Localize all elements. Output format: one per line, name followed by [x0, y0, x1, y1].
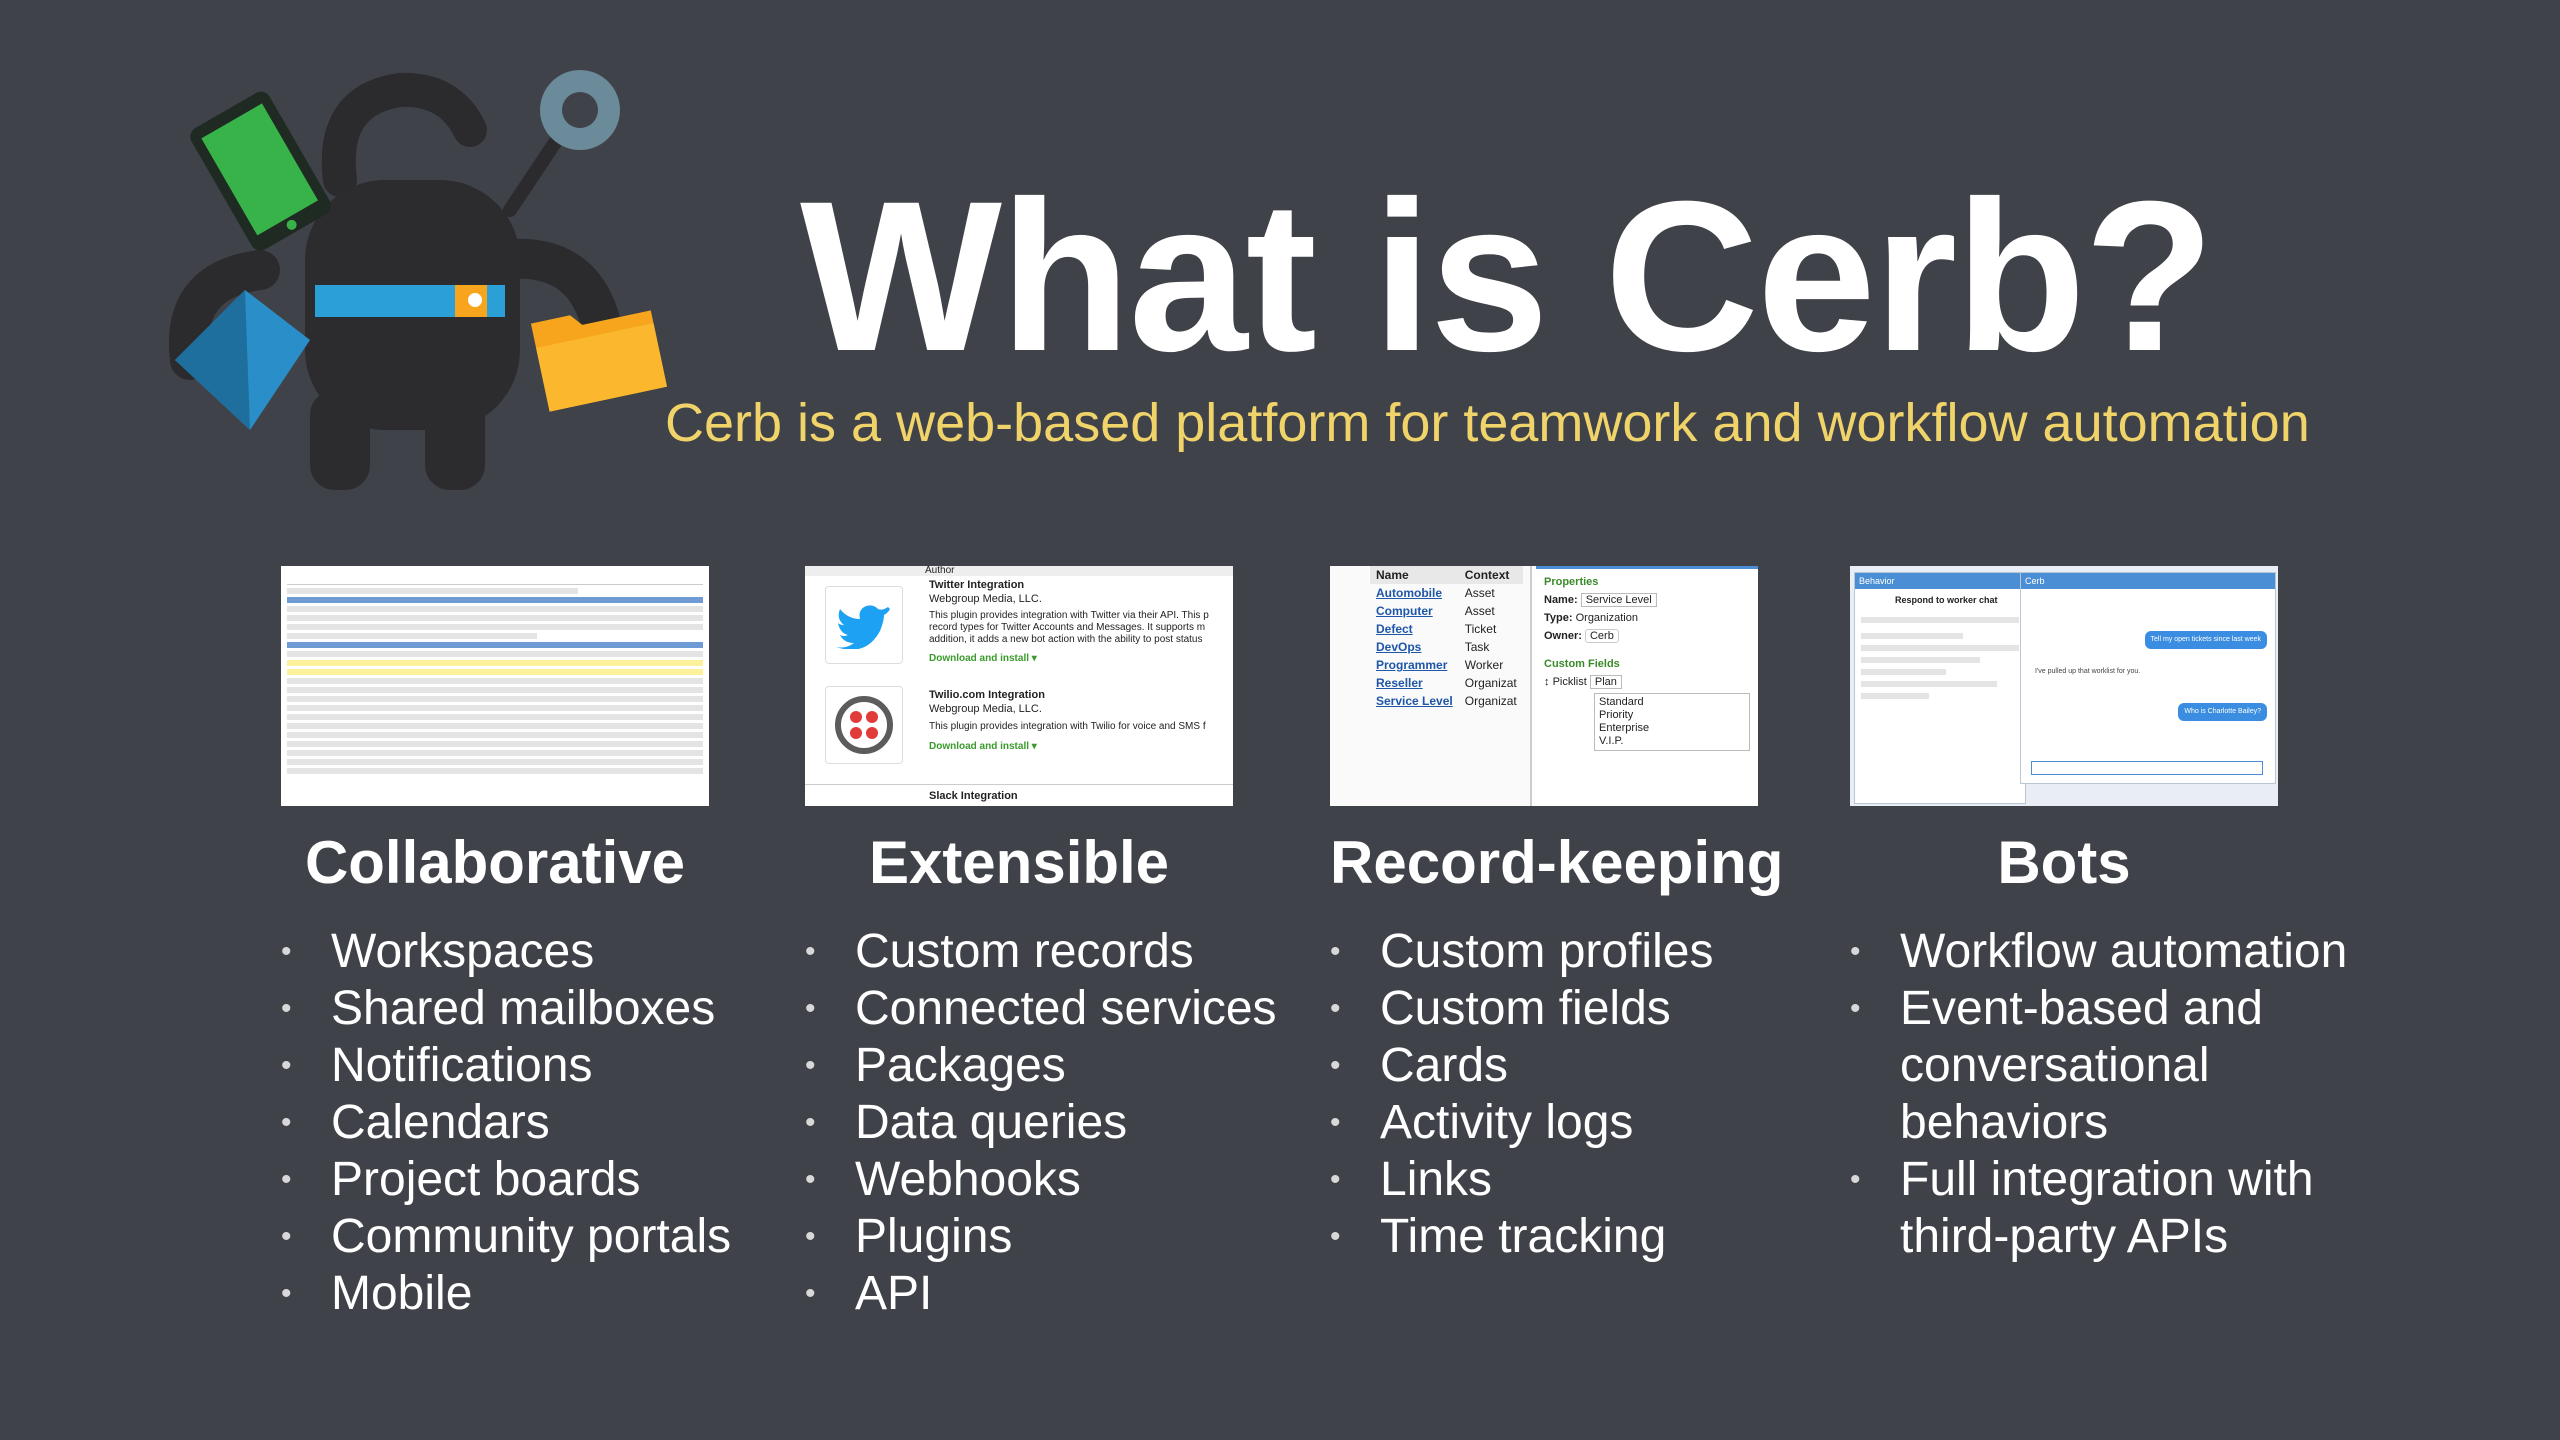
- list-item-line: Full integration with: [1900, 1153, 2314, 1206]
- list-item: Community portals: [281, 1208, 801, 1265]
- column-header-context: Context: [1464, 568, 1510, 582]
- column-heading: Collaborative: [304, 829, 686, 896]
- extensible-screenshot: Author Twitter Integration Webgroup Medi…: [805, 566, 1233, 806]
- record-context: Ticket: [1464, 622, 1497, 636]
- slack-title: Slack Integration: [805, 784, 1233, 803]
- list-item: Workflow automation: [1850, 923, 2370, 980]
- list-item: Packages: [805, 1037, 1325, 1094]
- page-title: What is Cerb?: [800, 157, 2215, 396]
- list-item: Plugins: [805, 1208, 1325, 1265]
- list-item: Cards: [1330, 1037, 1850, 1094]
- list-item: Project boards: [281, 1151, 801, 1208]
- bots-screenshot: Behavior Respond to worker chat Cerb Tel…: [1850, 566, 2278, 806]
- thumb-author: Author: [805, 566, 1233, 576]
- picklist-label: Picklist: [1552, 676, 1587, 688]
- record-name[interactable]: Programmer: [1376, 658, 1448, 672]
- feature-list: Custom profiles Custom fields Cards Acti…: [1330, 923, 1850, 1265]
- twilio-logo-icon: [835, 696, 893, 754]
- list-item: Data queries: [805, 1094, 1325, 1151]
- chat-reply: I've pulled up that worklist for you.: [2035, 668, 2141, 675]
- column-extensible: Author Twitter Integration Webgroup Medi…: [805, 566, 1325, 1322]
- list-item: Shared mailboxes: [281, 980, 801, 1037]
- column-heading: Extensible: [868, 829, 1170, 896]
- properties-heading: Properties: [1544, 576, 1599, 588]
- list-item: Connected services: [805, 980, 1325, 1037]
- list-item: Mobile: [281, 1265, 801, 1322]
- twitter-title: Twitter Integration: [929, 579, 1025, 591]
- behavior-title: Respond to worker chat: [1895, 595, 1998, 605]
- column-heading: Record-keeping: [1330, 829, 1784, 896]
- list-item: Activity logs: [1330, 1094, 1850, 1151]
- picklist-value[interactable]: Plan: [1589, 675, 1622, 689]
- record-name[interactable]: DevOps: [1376, 640, 1422, 654]
- page-subtitle: Cerb is a web-based platform for teamwor…: [665, 393, 2310, 453]
- type-value: Organization: [1575, 612, 1638, 624]
- record-context: Task: [1464, 640, 1490, 654]
- column-collaborative: Collaborative Workspaces Shared mailboxe…: [281, 566, 801, 1322]
- list-item: Event-based and conversational behaviors: [1850, 980, 2370, 1151]
- name-value[interactable]: Service Level: [1580, 593, 1657, 607]
- record-name[interactable]: Reseller: [1376, 676, 1423, 690]
- custom-fields-heading: Custom Fields: [1544, 658, 1620, 670]
- download-link[interactable]: Download and install ▾: [929, 653, 1037, 664]
- download-link[interactable]: Download and install ▾: [929, 741, 1037, 752]
- feature-list: Workspaces Shared mailboxes Notification…: [281, 923, 801, 1322]
- list-item-line: behaviors: [1900, 1096, 2109, 1149]
- feature-list: Workflow automation Event-based and conv…: [1850, 923, 2370, 1265]
- list-item-line: Event-based and: [1900, 982, 2263, 1035]
- picklist-option[interactable]: Priority: [1599, 709, 1634, 721]
- column-bots: Behavior Respond to worker chat Cerb Tel…: [1850, 566, 2370, 1265]
- owner-label: Owner:: [1544, 630, 1582, 642]
- list-item: Webhooks: [805, 1151, 1325, 1208]
- record-context: Organizat: [1464, 694, 1517, 708]
- list-item-line: Workflow automation: [1900, 925, 2348, 978]
- twilio-title: Twilio.com Integration: [929, 689, 1045, 701]
- collaborative-screenshot: [281, 566, 709, 806]
- list-item: Notifications: [281, 1037, 801, 1094]
- column-header-name: Name: [1376, 568, 1409, 582]
- list-item: Custom profiles: [1330, 923, 1850, 980]
- behavior-header: Behavior: [1855, 573, 2025, 589]
- cerb-robot-logo: [168, 70, 668, 490]
- record-context: Asset: [1464, 604, 1495, 618]
- picklist-option[interactable]: Enterprise: [1599, 722, 1650, 734]
- twilio-org: Webgroup Media, LLC.: [929, 703, 1042, 715]
- feature-list: Custom records Connected services Packag…: [805, 923, 1325, 1322]
- owner-value[interactable]: Cerb: [1584, 629, 1619, 643]
- list-item: Workspaces: [281, 923, 801, 980]
- twilio-desc: This plugin provides integration with Tw…: [929, 721, 1206, 732]
- column-heading: Bots: [1997, 829, 2131, 896]
- list-item: API: [805, 1265, 1325, 1322]
- record-name[interactable]: Defect: [1376, 622, 1413, 636]
- list-item-line: third-party APIs: [1900, 1210, 2229, 1263]
- name-label: Name:: [1544, 594, 1578, 606]
- list-item: Custom fields: [1330, 980, 1850, 1037]
- record-name[interactable]: Computer: [1376, 604, 1433, 618]
- twitter-bird-icon: [836, 605, 890, 649]
- list-item: Full integration with third-party APIs: [1850, 1151, 2370, 1265]
- chat-bubble: Who is Charlotte Bailey?: [2178, 703, 2267, 721]
- record-name[interactable]: Automobile: [1376, 586, 1442, 600]
- record-context: Organizat: [1464, 676, 1517, 690]
- list-item: Calendars: [281, 1094, 801, 1151]
- list-item: Links: [1330, 1151, 1850, 1208]
- list-item: Custom records: [805, 923, 1325, 980]
- record-name[interactable]: Service Level: [1376, 694, 1453, 708]
- list-item: Time tracking: [1330, 1208, 1850, 1265]
- picklist-option[interactable]: V.I.P.: [1599, 735, 1624, 747]
- chat-bubble: Tell my open tickets since last week: [2144, 631, 2267, 649]
- twitter-org: Webgroup Media, LLC.: [929, 593, 1042, 605]
- type-label: Type:: [1544, 612, 1573, 624]
- chat-header: Cerb: [2021, 573, 2275, 589]
- twitter-desc: This plugin provides integration with Tw…: [929, 610, 1209, 645]
- picklist-option[interactable]: Standard: [1599, 696, 1644, 708]
- list-item-line: conversational: [1900, 1039, 2210, 1092]
- record-context: Asset: [1464, 586, 1495, 600]
- record-context: Worker: [1464, 658, 1504, 672]
